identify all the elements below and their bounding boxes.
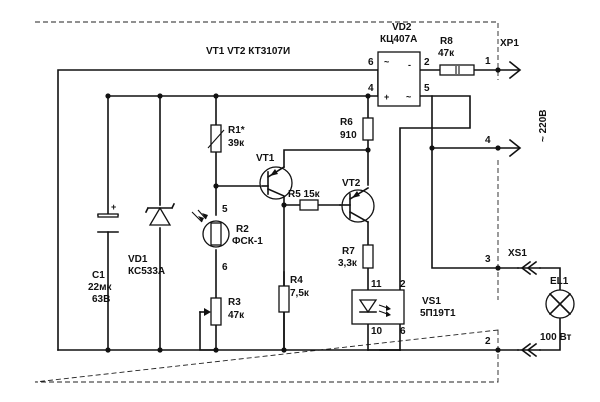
resistor-r4 xyxy=(278,285,290,313)
vd2-plus: + xyxy=(384,92,389,102)
vd2-ac-right: ~ xyxy=(406,92,411,102)
transistor-vt2 xyxy=(339,186,375,224)
c1-plus-sign: + xyxy=(111,202,116,212)
el1-label: EL1 xyxy=(550,276,569,287)
vd2-ac-left: ~ xyxy=(384,57,389,67)
c1-value: 22мк xyxy=(88,282,113,293)
vd2-minus: - xyxy=(408,60,411,70)
socket-xs1 xyxy=(517,260,541,358)
trimmer-r3 xyxy=(199,297,222,351)
vt1-label: VT1 xyxy=(256,153,275,164)
vs1-pin-2: 2 xyxy=(400,279,406,290)
r5-label: R5 15к xyxy=(288,189,321,200)
zener-vd1 xyxy=(144,202,176,226)
vs1-pin-10: 10 xyxy=(371,326,383,337)
xs1-label: XS1 xyxy=(508,248,527,259)
transistor-type-header: VT1 VT2 КТ3107И xyxy=(206,46,290,57)
transistor-vt1 xyxy=(259,165,293,200)
r6-label: R6 xyxy=(340,117,353,128)
vs1-label: VS1 xyxy=(422,296,441,307)
vd1-label: VD1 xyxy=(128,254,148,265)
vd2-pin-2: 2 xyxy=(424,57,430,68)
r7-value: 3,3к xyxy=(338,258,358,269)
vd2-pin-6: 6 xyxy=(368,57,374,68)
r6-value: 910 xyxy=(340,130,357,141)
vs1-pin-11: 11 xyxy=(371,279,382,290)
lamp-el1 xyxy=(545,289,575,319)
xp1-label: XP1 xyxy=(500,38,519,49)
r8-label: R8 xyxy=(440,36,453,47)
xs1-pin-3: 3 xyxy=(485,254,491,265)
vd2-pin-5: 5 xyxy=(424,83,430,94)
c1-label: C1 xyxy=(92,270,105,281)
r2-pin-5: 5 xyxy=(222,204,228,215)
resistor-r7 xyxy=(362,244,374,269)
vs1-type: 5П19Т1 xyxy=(420,308,456,319)
photoresistor-r2 xyxy=(191,209,230,248)
r4-value: 7,5к xyxy=(290,288,310,299)
plug-xp1 xyxy=(508,60,522,158)
r1-label: R1* xyxy=(228,125,245,136)
r2-type: ФСК-1 xyxy=(232,236,263,247)
r4-label: R4 xyxy=(290,275,303,286)
capacitor-c1: + xyxy=(97,202,119,233)
r3-value: 47к xyxy=(228,310,245,321)
resistor-r8 xyxy=(439,64,475,76)
vd1-type: КС533А xyxy=(128,266,165,277)
resistor-r6 xyxy=(362,117,374,141)
optocoupler-vs1 xyxy=(351,289,405,325)
r2-pin-6: 6 xyxy=(222,262,228,273)
r1-value: 39к xyxy=(228,138,245,149)
resistor-r5 xyxy=(299,199,319,211)
el1-value: 100 Вт xyxy=(540,332,572,343)
xp1-pin-1: 1 xyxy=(485,56,491,67)
c1-voltage: 63В xyxy=(92,294,110,305)
r2-label: R2 xyxy=(236,224,249,235)
xs1-pin-2: 2 xyxy=(485,336,491,347)
resistor-r1 xyxy=(207,124,225,153)
r7-label: R7 xyxy=(342,246,355,257)
vs1-pin-6: 6 xyxy=(400,326,406,337)
r3-label: R3 xyxy=(228,297,241,308)
diode-bridge-vd2 xyxy=(377,51,421,107)
vd2-pin-4: 4 xyxy=(368,83,374,94)
mains-voltage-label: ~ 220В xyxy=(538,109,549,142)
r8-value: 47к xyxy=(438,48,455,59)
vt2-label: VT2 xyxy=(342,178,361,189)
vd2-label: VD2 xyxy=(392,22,412,33)
device-enclosure xyxy=(34,21,499,383)
junctions xyxy=(105,67,501,353)
xp1-pin-4: 4 xyxy=(485,135,491,146)
vd2-type: КЦ407А xyxy=(380,34,417,45)
